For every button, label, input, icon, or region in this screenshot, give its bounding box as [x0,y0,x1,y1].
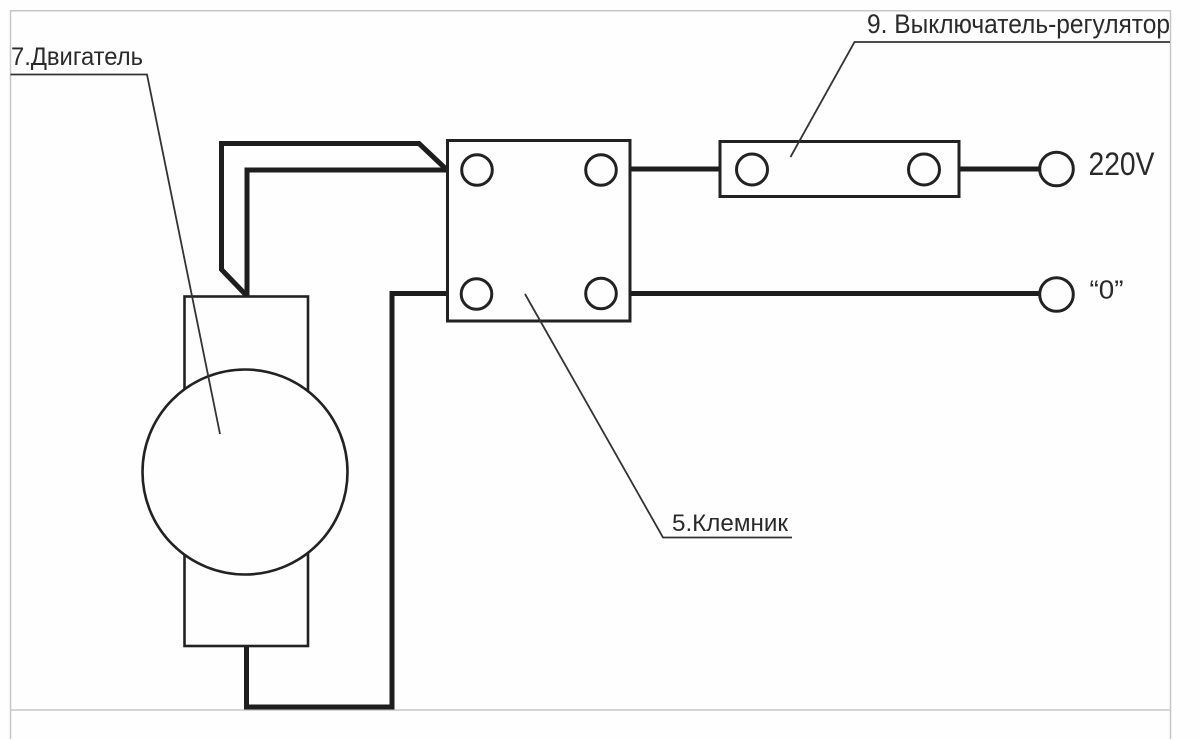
svg-text:220V: 220V [1089,146,1156,182]
svg-text:7.Двигатель: 7.Двигатель [11,43,143,71]
svg-text:5.Клемник: 5.Клемник [672,510,788,537]
svg-text:9. Выключатель-регулятор: 9. Выключатель-регулятор [867,9,1170,39]
svg-text:“0”: “0” [1090,275,1124,305]
